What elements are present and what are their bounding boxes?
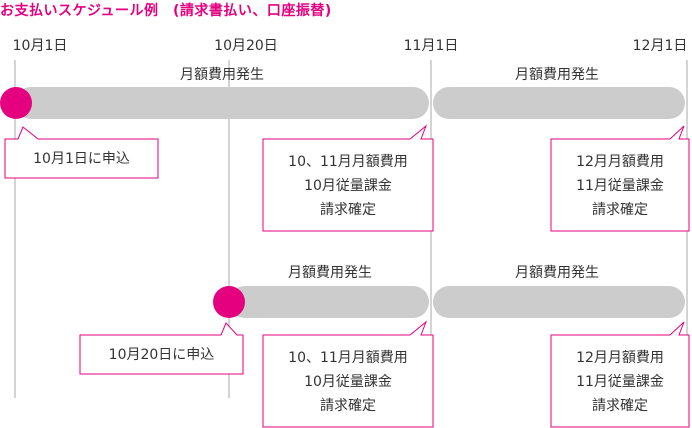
start-note: 10月20日に申込 <box>108 347 215 363</box>
start-note: 10月1日に申込 <box>33 151 130 167</box>
page-title: お支払いスケジュール例 (請求書払い、口座振替) <box>0 3 332 19</box>
billing-callout <box>262 320 434 428</box>
start-callout <box>4 126 159 179</box>
period-bar <box>15 87 429 119</box>
period-label: 月額費用発生 <box>515 67 599 83</box>
billing-callout <box>550 321 690 428</box>
date-label-nov1: 11月1日 <box>403 38 459 54</box>
start-marker <box>213 286 245 318</box>
period-label: 月額費用発生 <box>288 265 372 281</box>
period-bar <box>433 286 685 318</box>
date-label-oct1: 10月1日 <box>12 38 68 54</box>
billing-note: 12月月額費用 11月従量課金 請求確定 <box>576 350 664 414</box>
billing-note: 10、11月月額費用 10月従量課金 請求確定 <box>288 350 408 414</box>
date-label-dec1: 12月1日 <box>632 38 688 54</box>
start-marker <box>0 87 32 119</box>
billing-callout <box>262 124 434 232</box>
period-bar <box>433 87 685 119</box>
period-label: 月額費用発生 <box>515 265 599 281</box>
start-callout <box>79 322 244 375</box>
period-label: 月額費用発生 <box>180 67 264 83</box>
billing-note: 12月月額費用 11月従量課金 請求確定 <box>576 154 664 218</box>
billing-callout <box>550 125 690 232</box>
date-label-oct20: 10月20日 <box>214 38 278 54</box>
period-bar <box>229 286 429 318</box>
billing-note: 10、11月月額費用 10月従量課金 請求確定 <box>288 154 408 218</box>
